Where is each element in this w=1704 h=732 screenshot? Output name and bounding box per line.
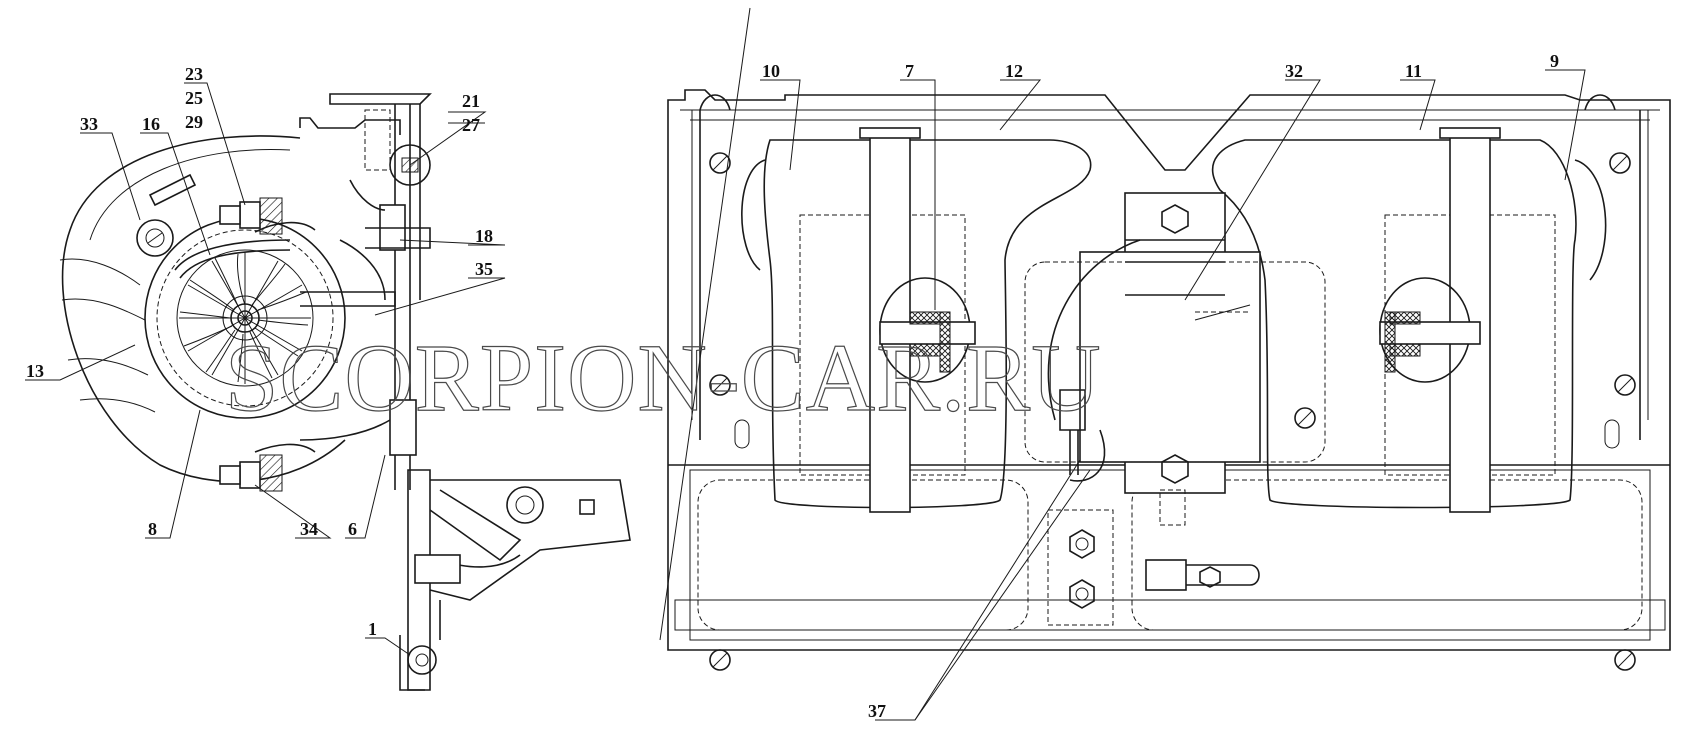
callout-23: 23 [185,64,203,84]
callout-16: 16 [142,114,160,134]
callout-1: 1 [368,619,377,639]
callout-29: 29 [185,112,203,132]
callout-25: 25 [185,88,203,108]
right-front-view [659,7,1671,671]
callout-32: 32 [1285,61,1303,81]
callout-13: 13 [26,361,44,381]
callout-27: 27 [462,115,480,135]
callout-labels: 23 25 29 33 16 21 27 18 35 13 8 34 6 1 1… [26,51,1559,721]
screws [709,152,1636,671]
callout-6: 6 [348,519,357,539]
callout-21: 21 [462,91,480,111]
callout-12: 12 [1005,61,1023,81]
callout-37: 37 [868,701,886,721]
watermark-text: SCORPION-CAR.RU [225,324,1102,431]
blower-blades [179,252,311,384]
callout-10: 10 [762,61,780,81]
leader-lines [25,69,1586,721]
callout-7: 7 [905,61,914,81]
callout-8: 8 [148,519,157,539]
callout-33: 33 [80,114,98,134]
callout-11: 11 [1405,61,1422,81]
callout-35: 35 [475,259,493,279]
callout-34: 34 [300,519,318,539]
callout-18: 18 [475,226,493,246]
callout-9: 9 [1550,51,1559,71]
